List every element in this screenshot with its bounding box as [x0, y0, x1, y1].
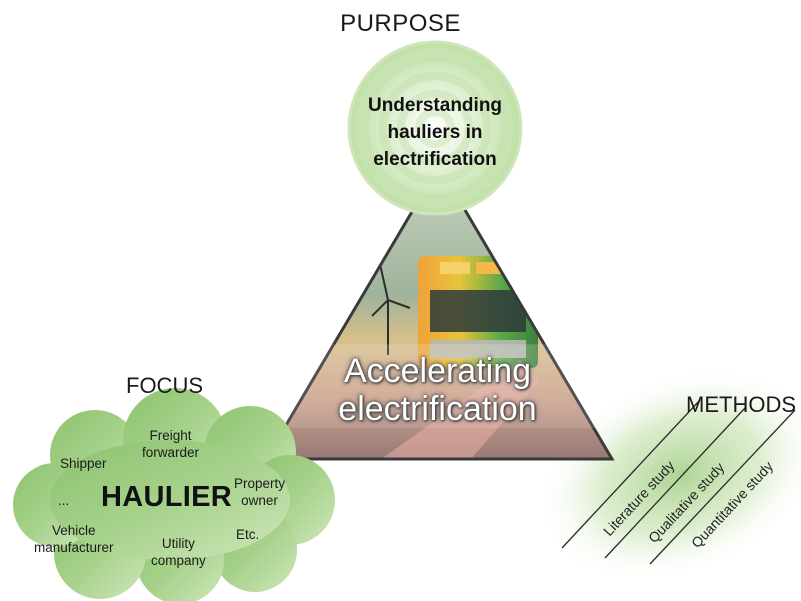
actor-line: company [151, 553, 206, 568]
center-line: electrification [338, 390, 537, 428]
triangle-border [263, 163, 615, 461]
purpose-line: Understanding [367, 95, 503, 116]
focus-title: FOCUS [126, 373, 203, 398]
methods-lines [561, 399, 796, 565]
center-line: Accelerating [343, 352, 532, 390]
methods-title: METHODS [686, 392, 796, 417]
actor-line: manufacturer [34, 540, 114, 555]
center-caption: Accelerating electrification [300, 352, 575, 428]
actor-shipper: Shipper [60, 456, 107, 471]
haulier-core: HAULIER [101, 481, 232, 513]
actor-line: Vehicle [52, 523, 96, 538]
methods-glow [535, 366, 801, 584]
purpose-line: electrification [373, 149, 497, 170]
focus-cloud [13, 388, 335, 601]
actor-line: Property [234, 476, 286, 491]
actor-utility-company: Utility company [151, 535, 206, 569]
actor-vehicle-manufacturer: Vehicle manufacturer [34, 522, 114, 556]
actor-line: Utility [161, 536, 195, 551]
actor-freight-forwarder: Freight forwarder [142, 427, 199, 461]
actor-line: forwarder [142, 445, 200, 460]
actor-line: Freight [149, 428, 192, 443]
purpose-title: PURPOSE [340, 10, 461, 37]
actor-line: owner [241, 493, 278, 508]
actor-ellipsis: ... [58, 493, 70, 508]
purpose-statement: Understanding hauliers in electrificatio… [355, 92, 515, 173]
actor-etc: Etc. [236, 527, 260, 542]
actor-property-owner: Property owner [234, 475, 285, 509]
purpose-line: hauliers in [387, 122, 483, 143]
purpose-circle [347, 40, 523, 216]
